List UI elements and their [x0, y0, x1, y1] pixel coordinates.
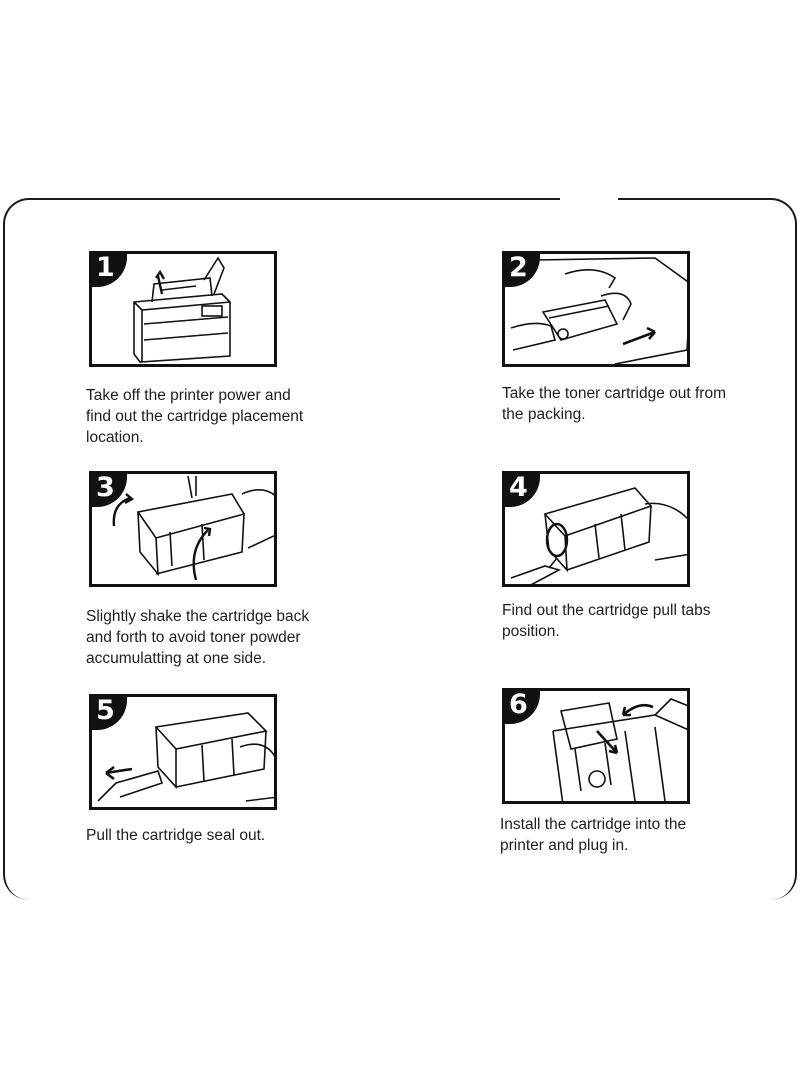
step-5-illustration: 5 — [89, 694, 277, 810]
step-5-caption: Pull the cartridge seal out. — [86, 827, 266, 844]
step-3-caption: Slightly shake the cartridge back and fo… — [86, 608, 310, 667]
step-number: 6 — [509, 689, 528, 720]
step-4-illustration: 4 — [502, 471, 690, 587]
step-3-number-badge: 3 — [92, 472, 127, 507]
step-1-caption: Take off the printer power and find out … — [86, 387, 304, 446]
shake-cartridge-icon — [112, 475, 274, 581]
instruction-panel-frame — [3, 198, 797, 900]
step-number: 5 — [96, 695, 115, 726]
step-number: 1 — [96, 252, 115, 283]
step-6-caption: Install the cartridge into the printer a… — [500, 816, 687, 854]
step-2-illustration: 2 — [502, 251, 690, 367]
step-1-illustration: 1 — [89, 251, 277, 367]
step-2-caption: Take the toner cartridge out from the pa… — [502, 385, 727, 423]
step-2-number-badge: 2 — [505, 252, 540, 287]
hands-remove-from-packing-icon — [510, 257, 687, 364]
step-6-illustration: 6 — [502, 688, 690, 804]
pull-tab-icon — [510, 487, 687, 584]
install-cartridge-icon — [552, 698, 687, 801]
step-4-number-badge: 4 — [505, 472, 540, 507]
step-3-illustration: 3 — [89, 471, 277, 587]
step-number: 2 — [509, 252, 528, 283]
step-number: 4 — [509, 472, 528, 503]
pull-seal-icon — [97, 712, 274, 802]
frame-gap — [560, 196, 618, 202]
step-number: 3 — [96, 472, 115, 503]
printer-open-cover-icon — [133, 256, 231, 363]
step-4-caption: Find out the cartridge pull tabs positio… — [502, 602, 711, 640]
